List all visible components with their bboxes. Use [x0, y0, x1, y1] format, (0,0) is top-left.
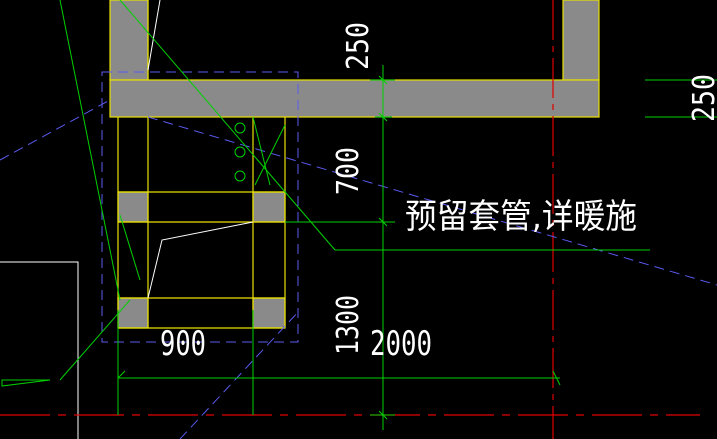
dimension-lines — [1, 0, 717, 430]
dim-700: 700 — [331, 147, 366, 195]
wall-pier-left-mid — [117, 191, 149, 223]
wall-pier-left-bottom — [117, 297, 149, 329]
dim-2000: 2000 — [370, 324, 432, 364]
dim-900: 900 — [160, 324, 206, 364]
sleeve-circle-3 — [234, 170, 246, 182]
wall-pier-right-bottom — [252, 297, 286, 329]
white-lines — [0, 0, 254, 439]
dim-250-right: 250 — [687, 74, 717, 122]
sleeve-circle-1 — [234, 122, 246, 134]
wall-right-upper — [562, 0, 600, 81]
dim-1300: 1300 — [331, 295, 366, 355]
shaft-outline — [117, 0, 286, 329]
sleeve-circles — [234, 122, 246, 182]
dashed-lines — [0, 71, 717, 439]
wall-pier-right-mid — [252, 191, 286, 223]
wall-left-upper — [109, 0, 149, 81]
sleeve-circle-2 — [234, 146, 246, 158]
axis-lines — [0, 0, 700, 439]
dim-250-left: 250 — [341, 22, 376, 70]
annotation-sleeve-note: 预留套管,详暖施 — [405, 197, 637, 237]
wall-horizontal-beam — [109, 79, 600, 118]
